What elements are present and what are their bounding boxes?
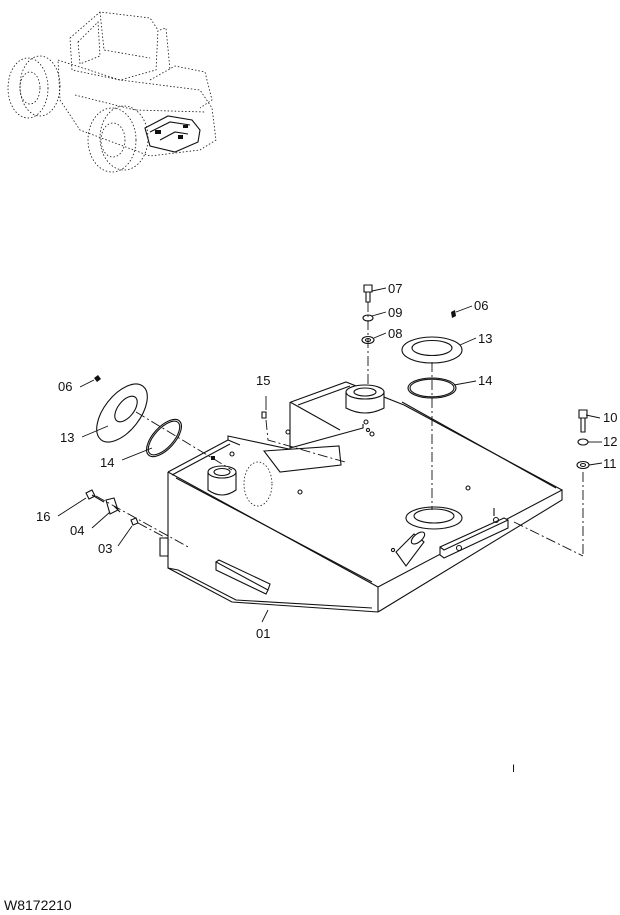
tank-assembly xyxy=(159,381,563,613)
callout-09: 09 xyxy=(388,305,402,320)
drawing-number: W8172210 xyxy=(4,897,72,913)
callout-03: 03 xyxy=(98,541,112,556)
callout-04: 04 xyxy=(70,523,84,538)
callout-14-right: 14 xyxy=(478,373,492,388)
callout-10: 10 xyxy=(603,410,617,425)
callout-14-left: 14 xyxy=(100,455,114,470)
callout-01: 01 xyxy=(256,626,270,641)
stray-mark: I xyxy=(512,763,515,775)
parts-hardware xyxy=(85,284,590,526)
callout-06-left: 06 xyxy=(58,379,72,394)
machine-overview-thumbnail xyxy=(7,11,217,173)
callout-06-right: 06 xyxy=(474,298,488,313)
callout-11: 11 xyxy=(603,456,617,471)
callout-15: 15 xyxy=(256,373,270,388)
leader-lines xyxy=(57,287,603,623)
callout-13-right: 13 xyxy=(478,331,492,346)
callout-16: 16 xyxy=(36,509,50,524)
callout-13-left: 13 xyxy=(60,430,74,445)
callout-07: 07 xyxy=(388,281,402,296)
assembly-lines xyxy=(95,302,584,557)
callout-labels: 07 09 08 06 13 14 06 15 13 14 10 12 11 1… xyxy=(36,281,617,641)
callout-08: 08 xyxy=(388,326,402,341)
callout-12: 12 xyxy=(603,434,617,449)
